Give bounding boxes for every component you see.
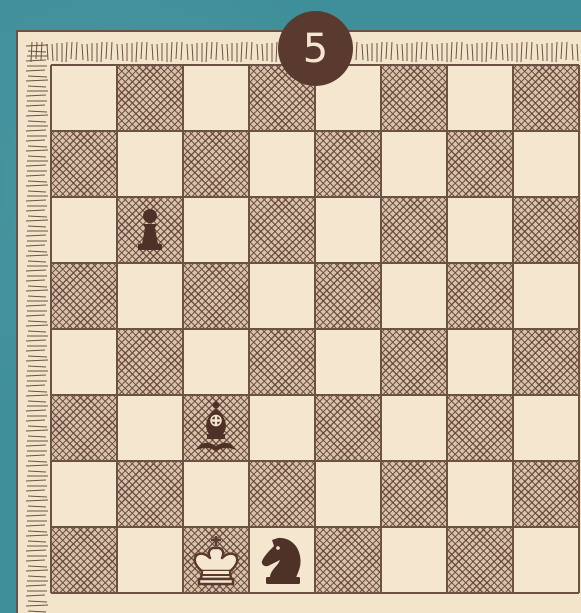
grid-line-vertical [380, 65, 382, 593]
square-b3[interactable] [117, 395, 183, 461]
square-c6[interactable] [183, 197, 249, 263]
black-knight-icon [258, 534, 306, 586]
square-c4[interactable] [183, 329, 249, 395]
puzzle-number-badge: 5 [278, 11, 353, 86]
square-f6[interactable] [381, 197, 447, 263]
square-d6[interactable] [249, 197, 315, 263]
square-g5[interactable] [447, 263, 513, 329]
square-e3[interactable] [315, 395, 381, 461]
square-b5[interactable] [117, 263, 183, 329]
square-g6[interactable] [447, 197, 513, 263]
grid-line-vertical [578, 65, 580, 593]
black-bishop-piece[interactable] [183, 395, 249, 461]
square-d2[interactable] [249, 461, 315, 527]
square-f3[interactable] [381, 395, 447, 461]
chess-board [51, 65, 579, 593]
square-h8[interactable] [513, 65, 579, 131]
square-c5[interactable] [183, 263, 249, 329]
square-a7[interactable] [51, 131, 117, 197]
square-b4[interactable] [117, 329, 183, 395]
grid-line-horizontal [51, 394, 579, 396]
grid-line-horizontal [51, 592, 579, 594]
black-bishop-icon [192, 400, 240, 456]
square-h6[interactable] [513, 197, 579, 263]
black-knight-piece[interactable] [249, 527, 315, 593]
square-f4[interactable] [381, 329, 447, 395]
black-pawn-icon [130, 206, 170, 254]
square-e5[interactable] [315, 263, 381, 329]
square-h4[interactable] [513, 329, 579, 395]
grid-line-vertical [512, 65, 514, 593]
square-d4[interactable] [249, 329, 315, 395]
white-king-icon [190, 534, 242, 586]
square-c7[interactable] [183, 131, 249, 197]
square-g1[interactable] [447, 527, 513, 593]
square-h3[interactable] [513, 395, 579, 461]
square-f5[interactable] [381, 263, 447, 329]
white-king-piece[interactable] [183, 527, 249, 593]
square-a6[interactable] [51, 197, 117, 263]
square-e2[interactable] [315, 461, 381, 527]
square-d5[interactable] [249, 263, 315, 329]
square-g8[interactable] [447, 65, 513, 131]
square-g3[interactable] [447, 395, 513, 461]
square-a2[interactable] [51, 461, 117, 527]
grid-line-horizontal [51, 460, 579, 462]
square-b2[interactable] [117, 461, 183, 527]
square-f2[interactable] [381, 461, 447, 527]
square-h2[interactable] [513, 461, 579, 527]
square-a5[interactable] [51, 263, 117, 329]
square-a3[interactable] [51, 395, 117, 461]
frame-fringe-left [18, 32, 53, 613]
square-e4[interactable] [315, 329, 381, 395]
puzzle-number: 5 [303, 29, 328, 69]
square-f1[interactable] [381, 527, 447, 593]
grid-line-vertical [314, 65, 316, 593]
grid-line-vertical [446, 65, 448, 593]
square-a1[interactable] [51, 527, 117, 593]
square-c8[interactable] [183, 65, 249, 131]
square-e1[interactable] [315, 527, 381, 593]
black-pawn-piece[interactable] [117, 197, 183, 263]
square-b1[interactable] [117, 527, 183, 593]
square-e6[interactable] [315, 197, 381, 263]
square-g2[interactable] [447, 461, 513, 527]
square-d7[interactable] [249, 131, 315, 197]
square-c2[interactable] [183, 461, 249, 527]
square-g7[interactable] [447, 131, 513, 197]
square-h1[interactable] [513, 527, 579, 593]
square-g4[interactable] [447, 329, 513, 395]
square-e7[interactable] [315, 131, 381, 197]
square-f7[interactable] [381, 131, 447, 197]
square-a8[interactable] [51, 65, 117, 131]
square-b7[interactable] [117, 131, 183, 197]
grid-line-horizontal [51, 526, 579, 528]
square-a4[interactable] [51, 329, 117, 395]
square-f8[interactable] [381, 65, 447, 131]
square-h7[interactable] [513, 131, 579, 197]
square-b8[interactable] [117, 65, 183, 131]
square-h5[interactable] [513, 263, 579, 329]
square-d3[interactable] [249, 395, 315, 461]
